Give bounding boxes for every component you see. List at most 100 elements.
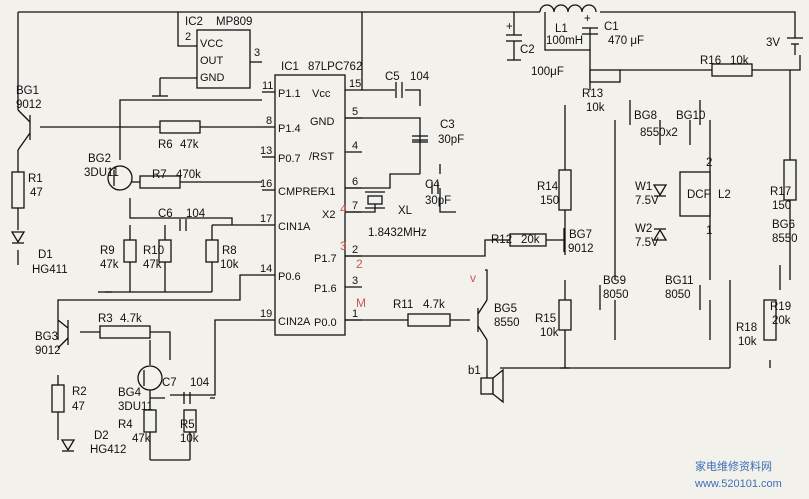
l1-ref: L1 [555,23,568,35]
resistor-r2 [51,384,65,413]
ic1-pin-num-4: 4 [352,140,358,152]
ic1-pin-name-p14: P1.4 [278,123,301,135]
l1-value: 100mH [546,35,583,47]
bg3-ref: BG3 [35,331,58,343]
ic1-pin-num-16: 16 [260,178,272,190]
ic2-pin-out: OUT [200,55,224,67]
r19-ref: R19 [770,301,791,313]
r8-ref: R8 [222,245,237,257]
ic1-pin-num-8: 8 [266,115,272,127]
r15-ref: R15 [535,313,556,325]
ghost-mark-4: 4 [340,202,347,216]
r18-value: 10k [738,336,757,348]
diodes: D1 HG411 D2 HG412 W1 7.5V W2 7.5V [10,181,668,456]
c3-ref: C3 [440,119,455,131]
resistor-r6 [159,120,201,134]
ghost-mark-m: M [356,296,366,310]
battery-3v: 3V [766,37,803,55]
r17-value: 150 [772,200,791,212]
r4-ref: R4 [118,419,133,431]
c3-value: 30pF [438,134,464,146]
c6-value: 104 [186,208,206,220]
bg11-part: 8050 [665,289,691,301]
bg9-ref: BG9 [603,275,626,287]
r14-ref: R14 [537,181,559,193]
relay-coil-label: L2 [718,189,731,201]
transistors: BG1 9012 BG2 3DU11 BG3 9012 BG4 3DU11 BG… [16,85,798,413]
c2-value: 100μF [531,66,564,78]
relay-label: DCF [687,189,711,201]
ic1-pin-num-13: 13 [260,145,272,157]
bg11-ref: BG11 [665,275,694,287]
c4-value: 30pF [425,195,451,207]
ic1-ref: IC1 [281,61,299,73]
r2-ref: R2 [72,386,87,398]
bg4-part: 3DU11 [118,401,153,413]
handwritten-marks: 4 3 2 M v [340,202,476,310]
ic1-pin-name-vcc: Vcc [312,88,331,100]
r5-ref: R5 [180,419,195,431]
w2-part: 7.5V [635,237,659,249]
ic1-right-pins: Vcc 15 GND 5 /RST 4 X1 6 X2 7 P1.7 2 P1.… [309,78,362,329]
bg8-part: 8550x2 [640,127,678,139]
ic1-pin-name-gnd: GND [310,116,335,128]
r11-ref: R11 [393,299,413,311]
resistor-r13 [589,69,621,83]
xl-value: 1.8432MHz [368,227,427,239]
ic1-pin-num-1: 1 [352,308,358,320]
r11-value: 4.7k [423,299,445,311]
c6-ref: C6 [158,208,173,220]
c7-ref: C7 [162,377,177,389]
resistor-r5 [183,409,197,433]
ic1-left-pins: 11 P1.1 8 P1.4 13 P0.7 16 CMPREF 17 CIN1… [260,80,325,328]
bg6-part: 8550 [772,233,798,245]
w1-part: 7.5V [635,195,659,207]
ic2-ref: IC2 [185,16,203,28]
ground-symbols [98,59,570,369]
watermark-url: www.520101.com [694,478,782,490]
bg1-ref: BG1 [16,85,39,97]
resistors: R1 47 R2 47 R3 4.7k R4 47k R5 10k R6 47k… [11,55,797,445]
ic2-part: MP809 [216,16,252,28]
r1-value: 47 [30,187,43,199]
r15-value: 10k [540,327,559,339]
relay-pin1: 1 [706,225,712,237]
ic1-pin-num-3: 3 [352,275,358,287]
r9-ref: R9 [100,245,115,257]
resistor-r9 [123,239,137,263]
r2-value: 47 [72,401,85,413]
r13-value: 10k [586,102,605,114]
c2-plus-sign: + [506,21,513,33]
resistor-r8 [205,239,219,263]
ic1-pin-name-p16: P1.6 [314,283,337,295]
bg5-ref: BG5 [494,303,517,315]
ghost-mark-2: 2 [356,257,363,271]
ic2-mp809: IC2 MP809 VCC OUT GND 2 3 [185,16,260,89]
r18-ref: R18 [736,322,757,334]
c1-ref: C1 [604,21,619,33]
ic1-part: 87LPC762 [308,61,362,73]
battery-label: 3V [766,37,780,49]
bg2-ref: BG2 [88,153,111,165]
d2-part: HG412 [90,444,126,456]
resistor-r14 [558,169,572,211]
ic2-pin-2: 2 [185,31,191,43]
ic1-pin-name-cin2a: CIN2A [278,316,311,328]
d2-ref: D2 [94,430,109,442]
watermark-cn: 家电维修资料网 [695,459,772,473]
r7-ref: R7 [152,169,167,181]
r19-value: 20k [772,315,791,327]
c1-value: 470 μF [608,35,644,47]
r7-value: 470k [176,169,201,181]
relay-dcf: DCF L2 2 1 [679,157,731,237]
ic1-pin-name-p07: P0.7 [278,153,301,165]
ic1-pin-name-p00: P0.0 [314,317,337,329]
crystal-xl: XL 1.8432MHz [365,191,427,239]
buzzer-b1: b1 [468,365,504,404]
c5-value: 104 [410,71,430,83]
ic1-pin-num-19: 19 [260,308,272,320]
ic2-pin-gnd: GND [200,72,225,84]
r8-value: 10k [220,259,239,271]
ic1-pin-num-15: 15 [349,78,361,90]
